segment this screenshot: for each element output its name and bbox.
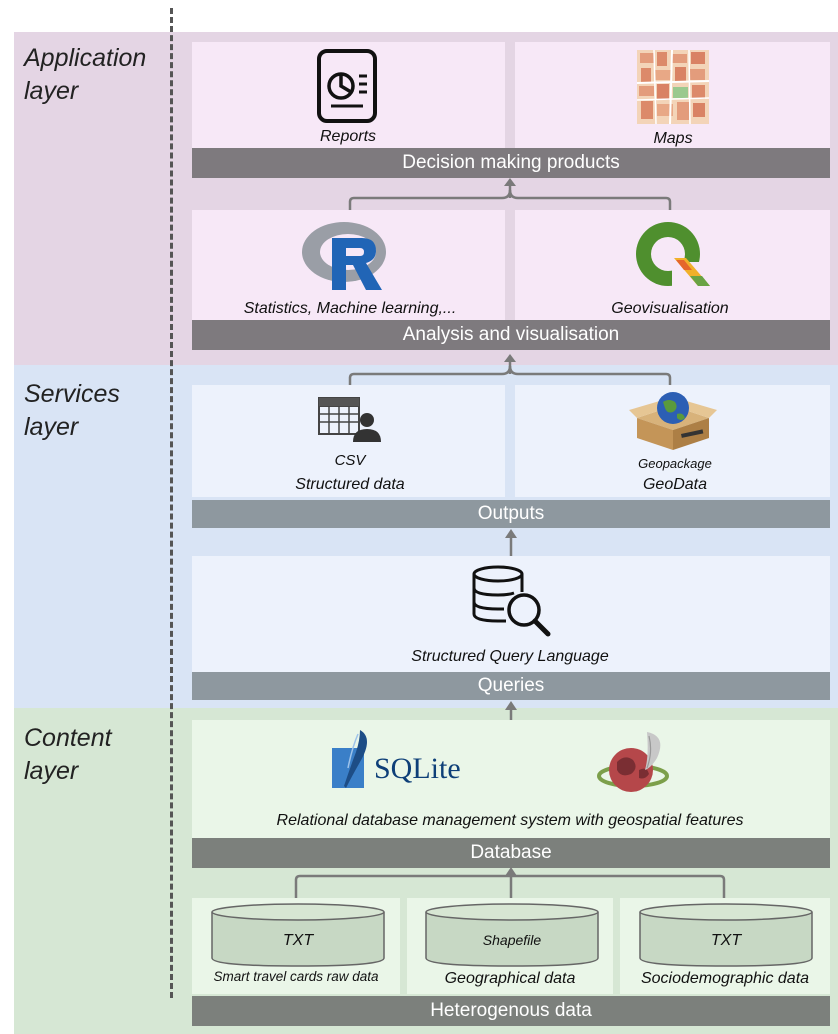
database-bar: Database [192,838,830,868]
r-logo-icon [302,222,386,290]
merge-arrow-outputs-to-analysis [348,354,672,386]
maps-label: Maps [653,130,693,147]
cylinder-geographical-icon [425,903,599,967]
content-layer-title-line2: layer [24,757,79,785]
csv-label: CSV [334,452,366,469]
analysis-visualisation-bar: Analysis and visualisation [192,320,830,350]
application-layer-title-line2: layer [24,77,79,105]
arrow-database-to-queries [505,701,517,720]
csv-table-user-icon [318,397,381,442]
source-label-geographical: Geographical data [444,970,576,987]
layer-divider-dashed-line [170,8,173,998]
merge-arrow-sources-to-database [294,867,726,900]
cylinder-sociodemographic-icon [639,903,813,967]
cylinder-smart-travel-icon [211,903,385,967]
qgis-logo-icon [636,222,710,294]
merge-arrow-analysis-to-products [348,178,672,210]
outputs-bar: Outputs [192,500,830,528]
application-layer-title-line1: Application [24,44,147,72]
geovisualisation-label: Geovisualisation [611,300,729,317]
geopackage-box-globe-icon [629,392,717,450]
source-format-sociodemographic: TXT [710,932,742,949]
source-format-smart-travel: TXT [282,932,314,949]
database-panel [192,720,830,838]
content-layer-title: Content layer [24,722,112,788]
reports-label: Reports [319,128,377,145]
decision-making-products-bar: Decision making products [192,148,830,178]
geopackage-label: Geopackage [638,456,712,471]
queries-bar: Queries [192,672,830,700]
structured-data-label: Structured data [295,476,405,493]
heterogenous-data-bar: Heterogenous data [192,996,830,1026]
spatialite-globe-feather-icon [597,732,669,792]
services-layer-title: Services layer [24,378,120,444]
application-layer-title: Application layer [24,42,146,108]
source-format-geographical: Shapefile [482,932,542,948]
services-layer-title-line2: layer [24,413,79,441]
database-search-icon [472,565,551,637]
structured-query-language-label: Structured Query Language [411,648,609,665]
source-label-sociodemographic: Sociodemographic data [640,970,810,987]
content-layer-title-line1: Content [24,724,112,752]
sqlite-wordmark: SQLite [374,752,461,785]
arrow-queries-to-outputs [505,529,517,556]
geodata-label: GeoData [642,476,708,493]
statistics-label: Statistics, Machine learning,... [243,300,457,317]
rdbms-label: Relational database management system wi… [276,812,744,829]
sqlite-feather-icon [332,730,367,788]
source-label-smart-travel: Smart travel cards raw data [213,969,379,984]
report-document-icon [317,49,377,123]
map-tile-icon [637,50,709,124]
services-layer-title-line1: Services [24,380,120,408]
